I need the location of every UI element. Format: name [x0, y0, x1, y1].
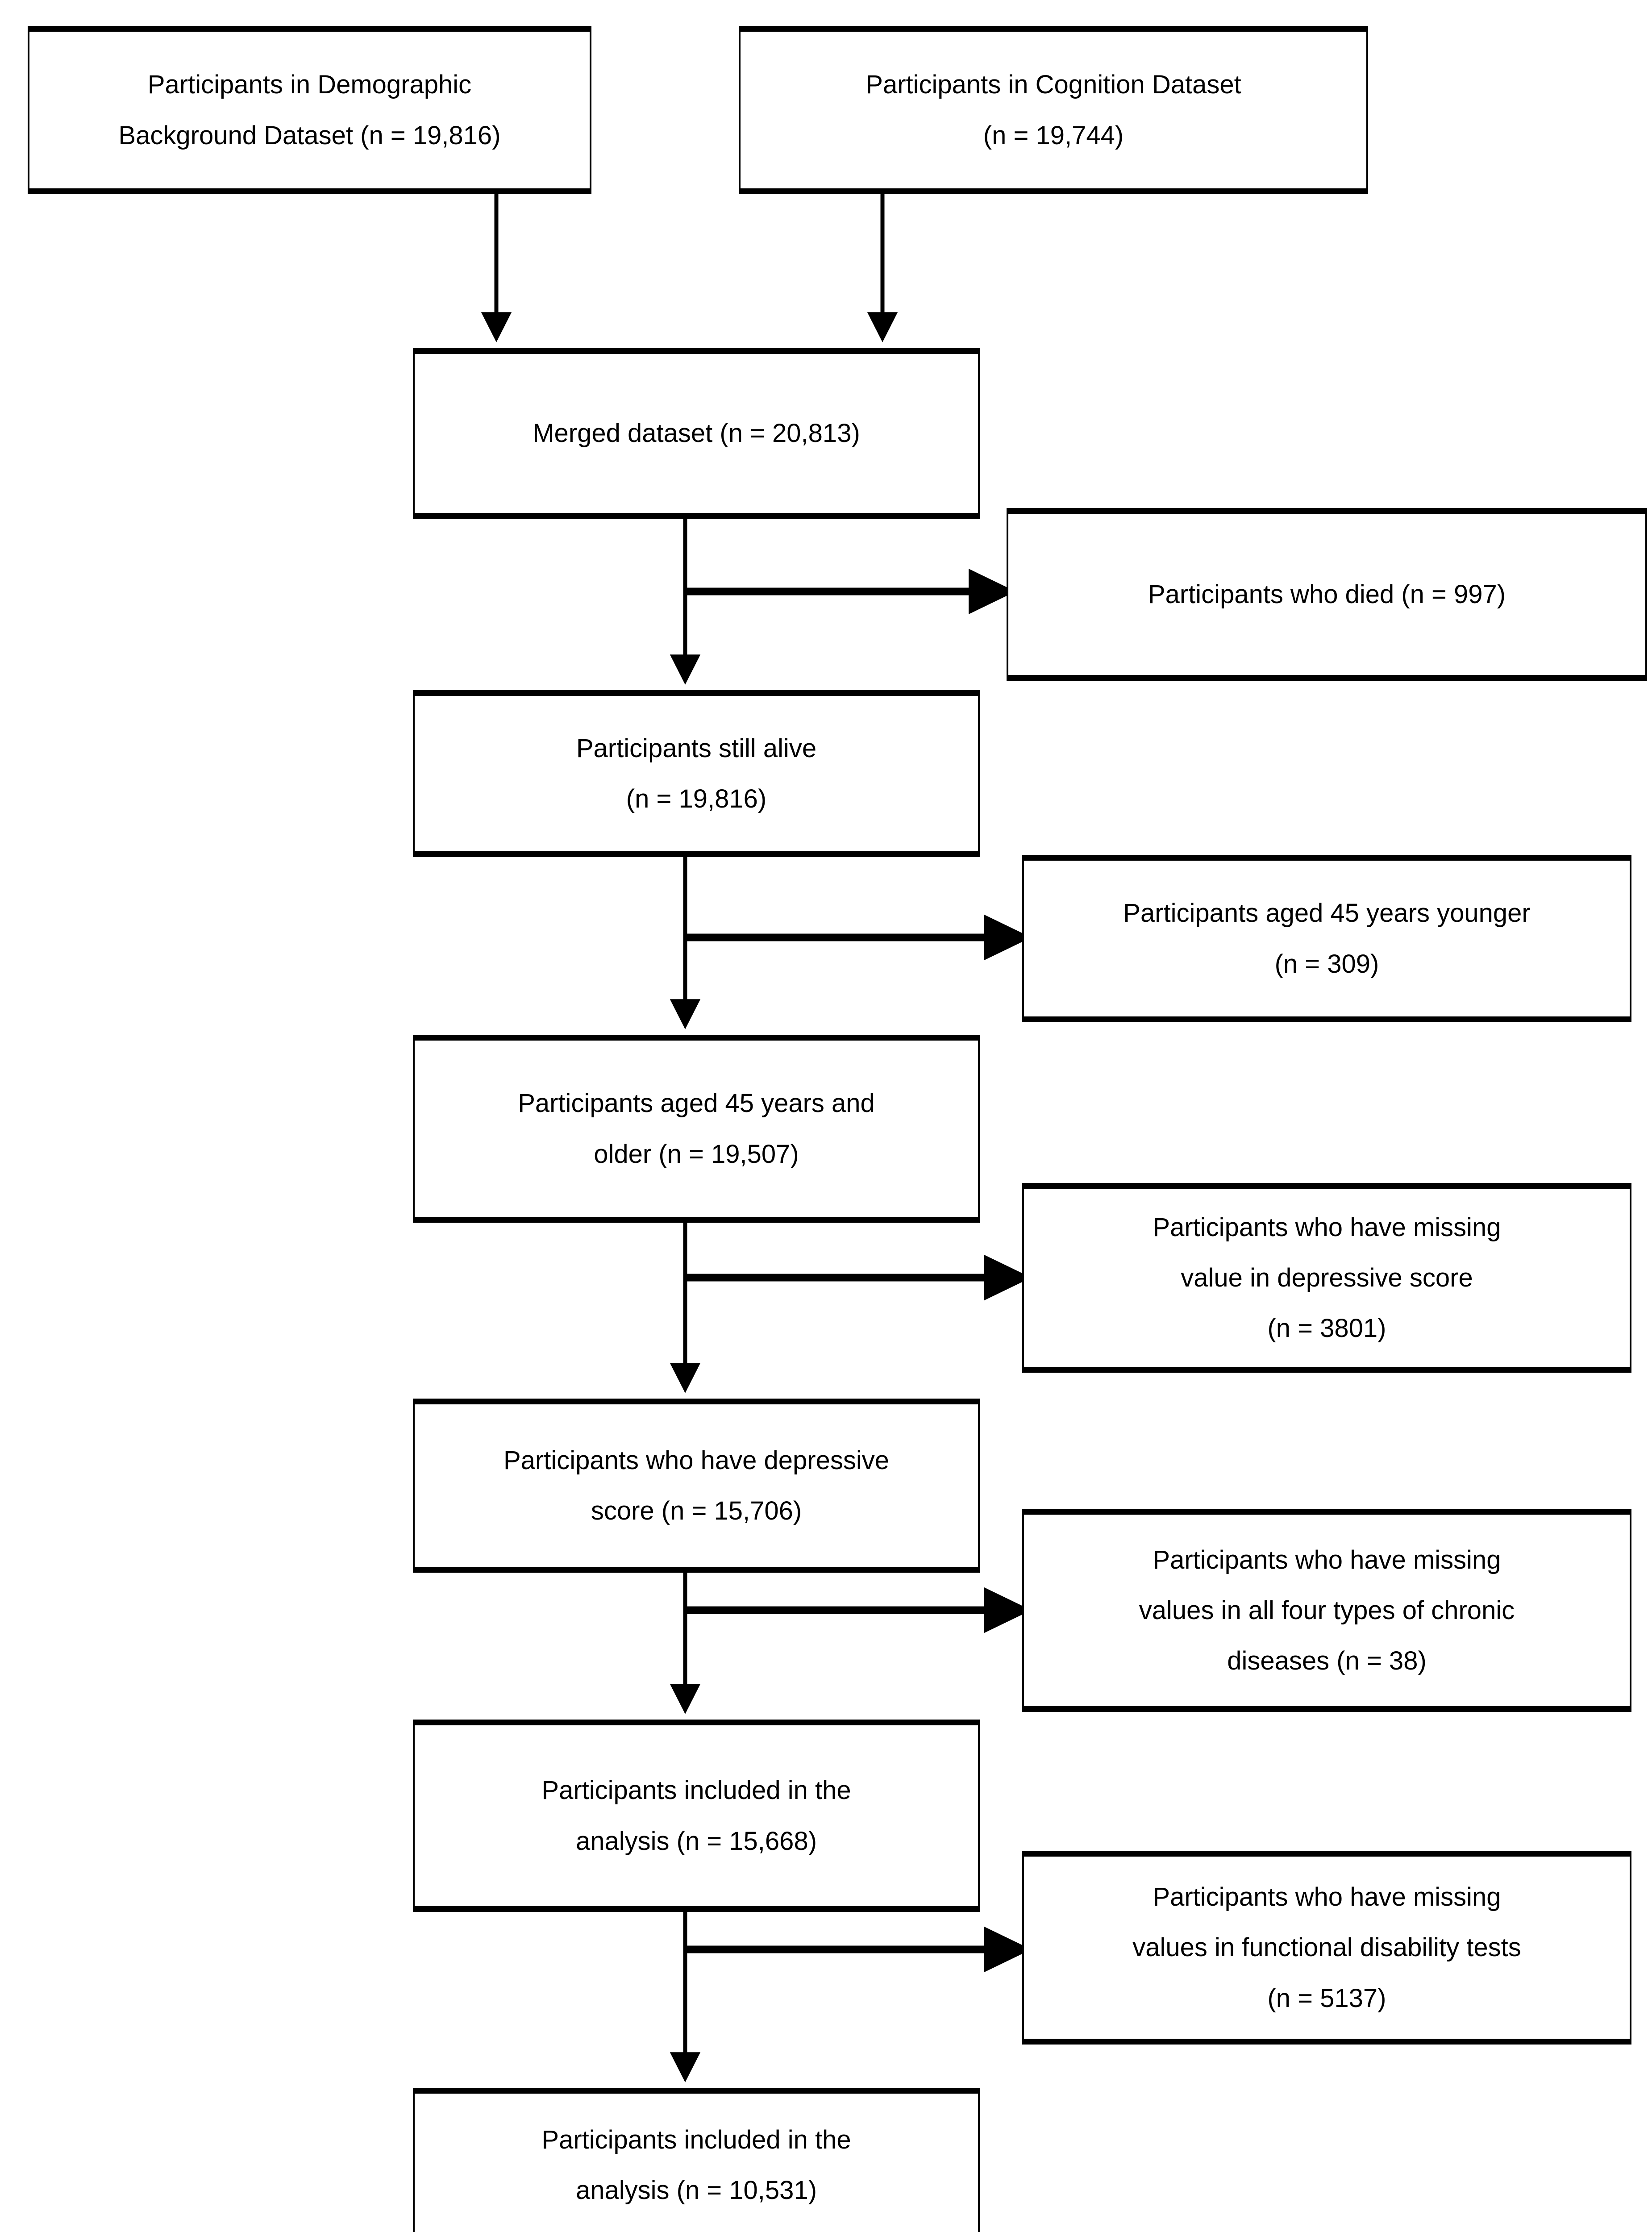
node-merged-dataset-line1: Merged dataset (n = 20,813): [533, 419, 860, 448]
node-have-depressive-line1: Participants who have depressive: [503, 1445, 890, 1475]
node-missing-functional-line3: (n = 5137): [1267, 1983, 1386, 2013]
node-merged-dataset[interactable]: Merged dataset (n = 20,813): [413, 348, 980, 519]
node-included-first-line2: analysis (n = 15,668): [575, 1826, 817, 1856]
node-included-first[interactable]: Participants included in the analysis (n…: [413, 1720, 980, 1912]
node-missing-depressive-line1: Participants who have missing: [1153, 1212, 1501, 1242]
node-included-final-line1: Participants included in the: [541, 2125, 851, 2154]
node-aged-younger-line1: Participants aged 45 years younger: [1123, 899, 1531, 928]
node-demographic-dataset[interactable]: Participants in Demographic Background D…: [28, 26, 591, 194]
node-still-alive-line2: (n = 19,816): [626, 784, 767, 813]
node-participants-died[interactable]: Participants who died (n = 997): [1007, 508, 1647, 681]
node-aged-older-line2: older (n = 19,507): [594, 1139, 799, 1169]
node-still-alive[interactable]: Participants still alive (n = 19,816): [413, 690, 980, 857]
node-cognition-dataset-line1: Participants in Cognition Dataset: [866, 70, 1241, 100]
node-cognition-dataset-line2: (n = 19,744): [983, 121, 1124, 150]
node-missing-chronic-line3: diseases (n = 38): [1227, 1646, 1427, 1676]
node-cognition-dataset[interactable]: Participants in Cognition Dataset (n = 1…: [739, 26, 1368, 194]
node-missing-depressive-line2: value in depressive score: [1181, 1263, 1473, 1292]
node-aged-older-line1: Participants aged 45 years and: [518, 1089, 875, 1118]
node-missing-chronic-line1: Participants who have missing: [1153, 1545, 1501, 1574]
node-missing-functional[interactable]: Participants who have missing values in …: [1022, 1851, 1631, 2045]
node-missing-chronic-line2: values in all four types of chronic: [1139, 1595, 1515, 1625]
node-aged-younger-line2: (n = 309): [1274, 949, 1379, 979]
node-missing-functional-line1: Participants who have missing: [1153, 1882, 1501, 1912]
node-included-final-line2: analysis (n = 10,531): [575, 2176, 817, 2205]
node-participants-died-line1: Participants who died (n = 997): [1148, 579, 1506, 609]
node-missing-depressive[interactable]: Participants who have missing value in d…: [1022, 1183, 1631, 1373]
node-missing-functional-line2: values in functional disability tests: [1132, 1933, 1521, 1962]
node-have-depressive-line2: score (n = 15,706): [591, 1496, 802, 1525]
node-aged-older[interactable]: Participants aged 45 years and older (n …: [413, 1035, 980, 1223]
node-included-final[interactable]: Participants included in the analysis (n…: [413, 2088, 980, 2232]
node-aged-younger[interactable]: Participants aged 45 years younger (n = …: [1022, 855, 1631, 1022]
node-demographic-dataset-line2: Background Dataset (n = 19,816): [118, 121, 501, 150]
node-missing-depressive-line3: (n = 3801): [1267, 1314, 1386, 1343]
node-demographic-dataset-line1: Participants in Demographic: [147, 70, 472, 100]
node-still-alive-line1: Participants still alive: [576, 733, 817, 763]
node-have-depressive[interactable]: Participants who have depressive score (…: [413, 1399, 980, 1573]
node-missing-chronic[interactable]: Participants who have missing values in …: [1022, 1509, 1631, 1712]
node-included-first-line1: Participants included in the: [541, 1776, 851, 1805]
